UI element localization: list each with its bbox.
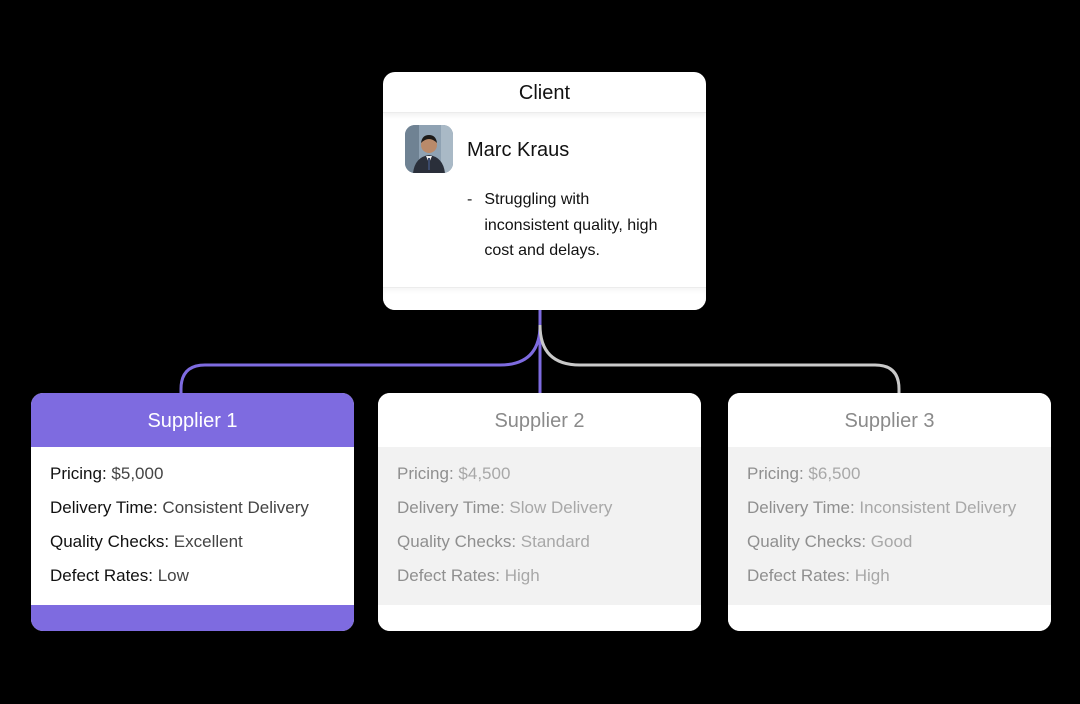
attr-label: Pricing — [397, 464, 449, 483]
supplier-card-3[interactable]: Supplier 3 Pricing: $6,500 Delivery Time… — [728, 393, 1051, 631]
supplier-card-2[interactable]: Supplier 2 Pricing: $4,500 Delivery Time… — [378, 393, 701, 631]
note-bullet: - — [467, 191, 473, 208]
attr-label: Quality Checks — [50, 532, 165, 551]
attr-label: Pricing — [747, 464, 799, 483]
client-card: Client Marc Kraus - Struggling with inco… — [383, 72, 706, 310]
attr-label: Delivery Time — [747, 498, 850, 517]
attr-value: Excellent — [173, 532, 243, 551]
attr-label: Quality Checks — [747, 532, 862, 551]
attr-pricing: Pricing: $5,000 — [50, 464, 164, 483]
supplier-footer — [728, 605, 1051, 631]
attr-label: Defect Rates — [397, 566, 496, 585]
client-note-text: Struggling with inconsistent quality, hi… — [484, 191, 658, 259]
attr-value: Good — [870, 532, 913, 551]
attr-delivery-time: Delivery Time: Slow Delivery — [397, 498, 613, 517]
attr-label: Quality Checks — [397, 532, 512, 551]
supplier-card-1[interactable]: Supplier 1 Pricing: $5,000 Delivery Time… — [31, 393, 354, 631]
attr-value: Standard — [520, 532, 590, 551]
supplier-title: Supplier 2 — [378, 393, 701, 447]
client-name: Marc Kraus — [467, 139, 570, 161]
attr-pricing: Pricing: $6,500 — [747, 464, 861, 483]
attr-label: Delivery Time — [397, 498, 500, 517]
client-footer — [383, 287, 706, 310]
attr-label: Defect Rates — [50, 566, 149, 585]
supplier-attributes: Pricing: $6,500 Delivery Time: Inconsist… — [728, 447, 1051, 605]
attr-pricing: Pricing: $4,500 — [397, 464, 511, 483]
attr-label: Defect Rates — [747, 566, 846, 585]
supplier-attributes: Pricing: $4,500 Delivery Time: Slow Deli… — [378, 447, 701, 605]
connector-supplier-3 — [538, 324, 901, 393]
attr-value: High — [854, 566, 890, 585]
connector-supplier-1 — [179, 310, 542, 393]
attr-value: High — [504, 566, 540, 585]
attr-value: $4,500 — [458, 464, 511, 483]
attr-value: Slow Delivery — [509, 498, 613, 517]
attr-delivery-time: Delivery Time: Consistent Delivery — [50, 498, 309, 517]
client-body: Marc Kraus - Struggling with inconsisten… — [383, 113, 706, 285]
attr-label: Pricing — [50, 464, 102, 483]
attr-value: Low — [157, 566, 189, 585]
attr-defect-rates: Defect Rates: High — [747, 566, 890, 585]
attr-value: Inconsistent Delivery — [859, 498, 1017, 517]
attr-value: Consistent Delivery — [162, 498, 309, 517]
supplier-title: Supplier 1 — [31, 393, 354, 447]
attr-value: $5,000 — [111, 464, 164, 483]
attr-value: $6,500 — [808, 464, 861, 483]
attr-quality-checks: Quality Checks: Good — [747, 532, 913, 551]
attr-quality-checks: Quality Checks: Excellent — [50, 532, 243, 551]
supplier-footer — [378, 605, 701, 631]
avatar — [405, 125, 453, 173]
person-photo-icon — [405, 125, 453, 173]
supplier-footer — [31, 605, 354, 631]
client-note: - Struggling with inconsistent quality, … — [467, 187, 667, 264]
attr-delivery-time: Delivery Time: Inconsistent Delivery — [747, 498, 1017, 517]
attr-label: Delivery Time — [50, 498, 153, 517]
client-title: Client — [383, 72, 706, 113]
supplier-attributes: Pricing: $5,000 Delivery Time: Consisten… — [31, 447, 354, 605]
attr-quality-checks: Quality Checks: Standard — [397, 532, 590, 551]
supplier-title: Supplier 3 — [728, 393, 1051, 447]
attr-defect-rates: Defect Rates: High — [397, 566, 540, 585]
attr-defect-rates: Defect Rates: Low — [50, 566, 189, 585]
